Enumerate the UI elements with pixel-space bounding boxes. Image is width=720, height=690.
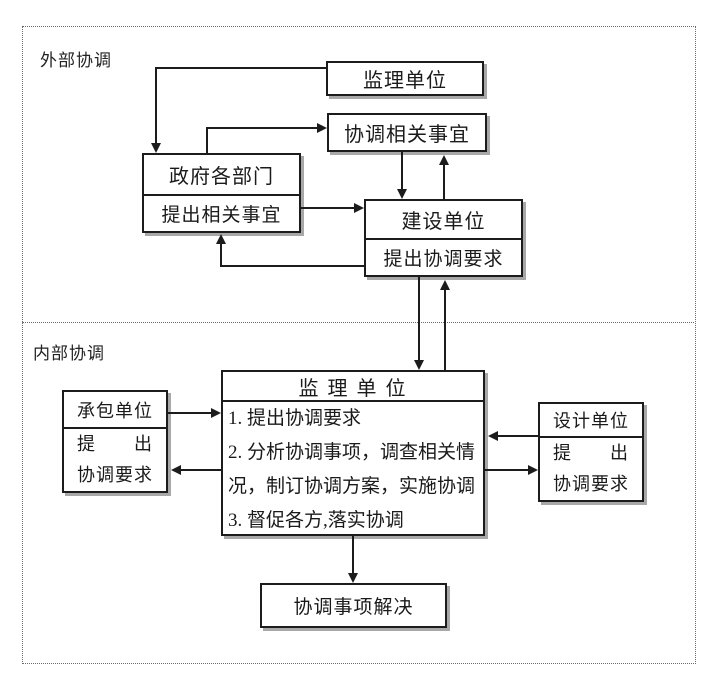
task-item-3: 3. 督促各方,落实协调 bbox=[228, 510, 404, 531]
edge-arrowhead bbox=[354, 203, 364, 213]
edge-segment bbox=[498, 435, 538, 437]
edge-arrowhead bbox=[211, 408, 221, 418]
edge-segment bbox=[220, 265, 364, 267]
edge-arrowhead bbox=[317, 123, 327, 133]
outer-dotted-frame bbox=[22, 26, 696, 664]
node-designer: 设计单位 提 出 协调要求 bbox=[538, 402, 644, 502]
request-line-1: 提 出 bbox=[553, 443, 629, 463]
request-line-2: 协调要求 bbox=[553, 474, 629, 494]
node-subtitle: 提出协调要求 bbox=[366, 238, 521, 275]
node-contractor: 承包单位 提 出 协调要求 bbox=[62, 390, 168, 493]
node-title: 建设单位 bbox=[401, 211, 486, 233]
node-supervisor-external: 监理单位 bbox=[326, 61, 484, 96]
node-construction: 建设单位 提出协调要求 bbox=[364, 199, 523, 277]
edge-segment bbox=[155, 67, 157, 145]
node-task-list: 1. 提出协调要求 2. 分析协调事项，调查相关情况，制订协调方案，实施协调 3… bbox=[223, 402, 483, 538]
request-line-1: 提 出 bbox=[77, 434, 153, 454]
node-resolved: 协调事项解决 bbox=[260, 583, 447, 628]
node-subtitle: 提出相关事宜 bbox=[144, 194, 299, 231]
edge-arrowhead bbox=[414, 360, 424, 370]
edge-segment bbox=[206, 127, 208, 153]
edge-segment bbox=[155, 67, 326, 69]
node-coordinate-matters: 协调相关事宜 bbox=[327, 113, 487, 152]
node-title: 承包单位 bbox=[77, 400, 153, 421]
edge-arrowhead bbox=[488, 431, 498, 441]
edge-segment bbox=[206, 127, 318, 129]
node-title: 政府各部门 bbox=[169, 166, 274, 188]
node-government: 政府各部门 提出相关事宜 bbox=[142, 153, 301, 233]
edge-segment bbox=[352, 536, 354, 574]
edge-segment bbox=[301, 207, 354, 209]
edge-arrowhead bbox=[348, 573, 358, 583]
edge-arrowhead bbox=[151, 143, 161, 153]
edge-segment bbox=[485, 469, 528, 471]
task-item-2: 2. 分析协调事项，调查相关情况，制订协调方案，实施协调 bbox=[228, 442, 476, 497]
section-divider bbox=[22, 322, 694, 323]
edge-arrowhead bbox=[440, 280, 450, 290]
edge-segment bbox=[443, 164, 445, 199]
external-section-label: 外部协调 bbox=[40, 51, 112, 70]
edge-arrowhead bbox=[528, 465, 538, 475]
edge-arrowhead bbox=[216, 234, 226, 244]
node-subtitle: 提 出 协调要求 bbox=[64, 427, 166, 491]
node-subtitle: 提 出 协调要求 bbox=[540, 436, 642, 500]
edge-segment bbox=[168, 412, 211, 414]
node-title: 监 理 单 位 bbox=[223, 372, 483, 402]
edge-segment bbox=[181, 469, 221, 471]
task-item-1: 1. 提出协调要求 bbox=[228, 408, 362, 429]
node-title: 监理单位 bbox=[363, 70, 447, 92]
edge-arrowhead bbox=[439, 155, 449, 165]
edge-segment bbox=[418, 277, 420, 361]
node-supervisor-internal: 监 理 单 位 1. 提出协调要求 2. 分析协调事项，调查相关情况，制订协调方… bbox=[221, 370, 485, 536]
node-title: 协调相关事宜 bbox=[344, 124, 470, 146]
node-title: 协调事项解决 bbox=[293, 597, 414, 618]
internal-section-label: 内部协调 bbox=[33, 344, 105, 363]
node-title: 设计单位 bbox=[553, 411, 629, 431]
edge-segment bbox=[444, 289, 446, 370]
request-line-2: 协调要求 bbox=[77, 465, 153, 485]
edge-arrowhead bbox=[397, 189, 407, 199]
edge-arrowhead bbox=[171, 465, 181, 475]
edge-segment bbox=[220, 243, 222, 267]
edge-segment bbox=[401, 152, 403, 190]
